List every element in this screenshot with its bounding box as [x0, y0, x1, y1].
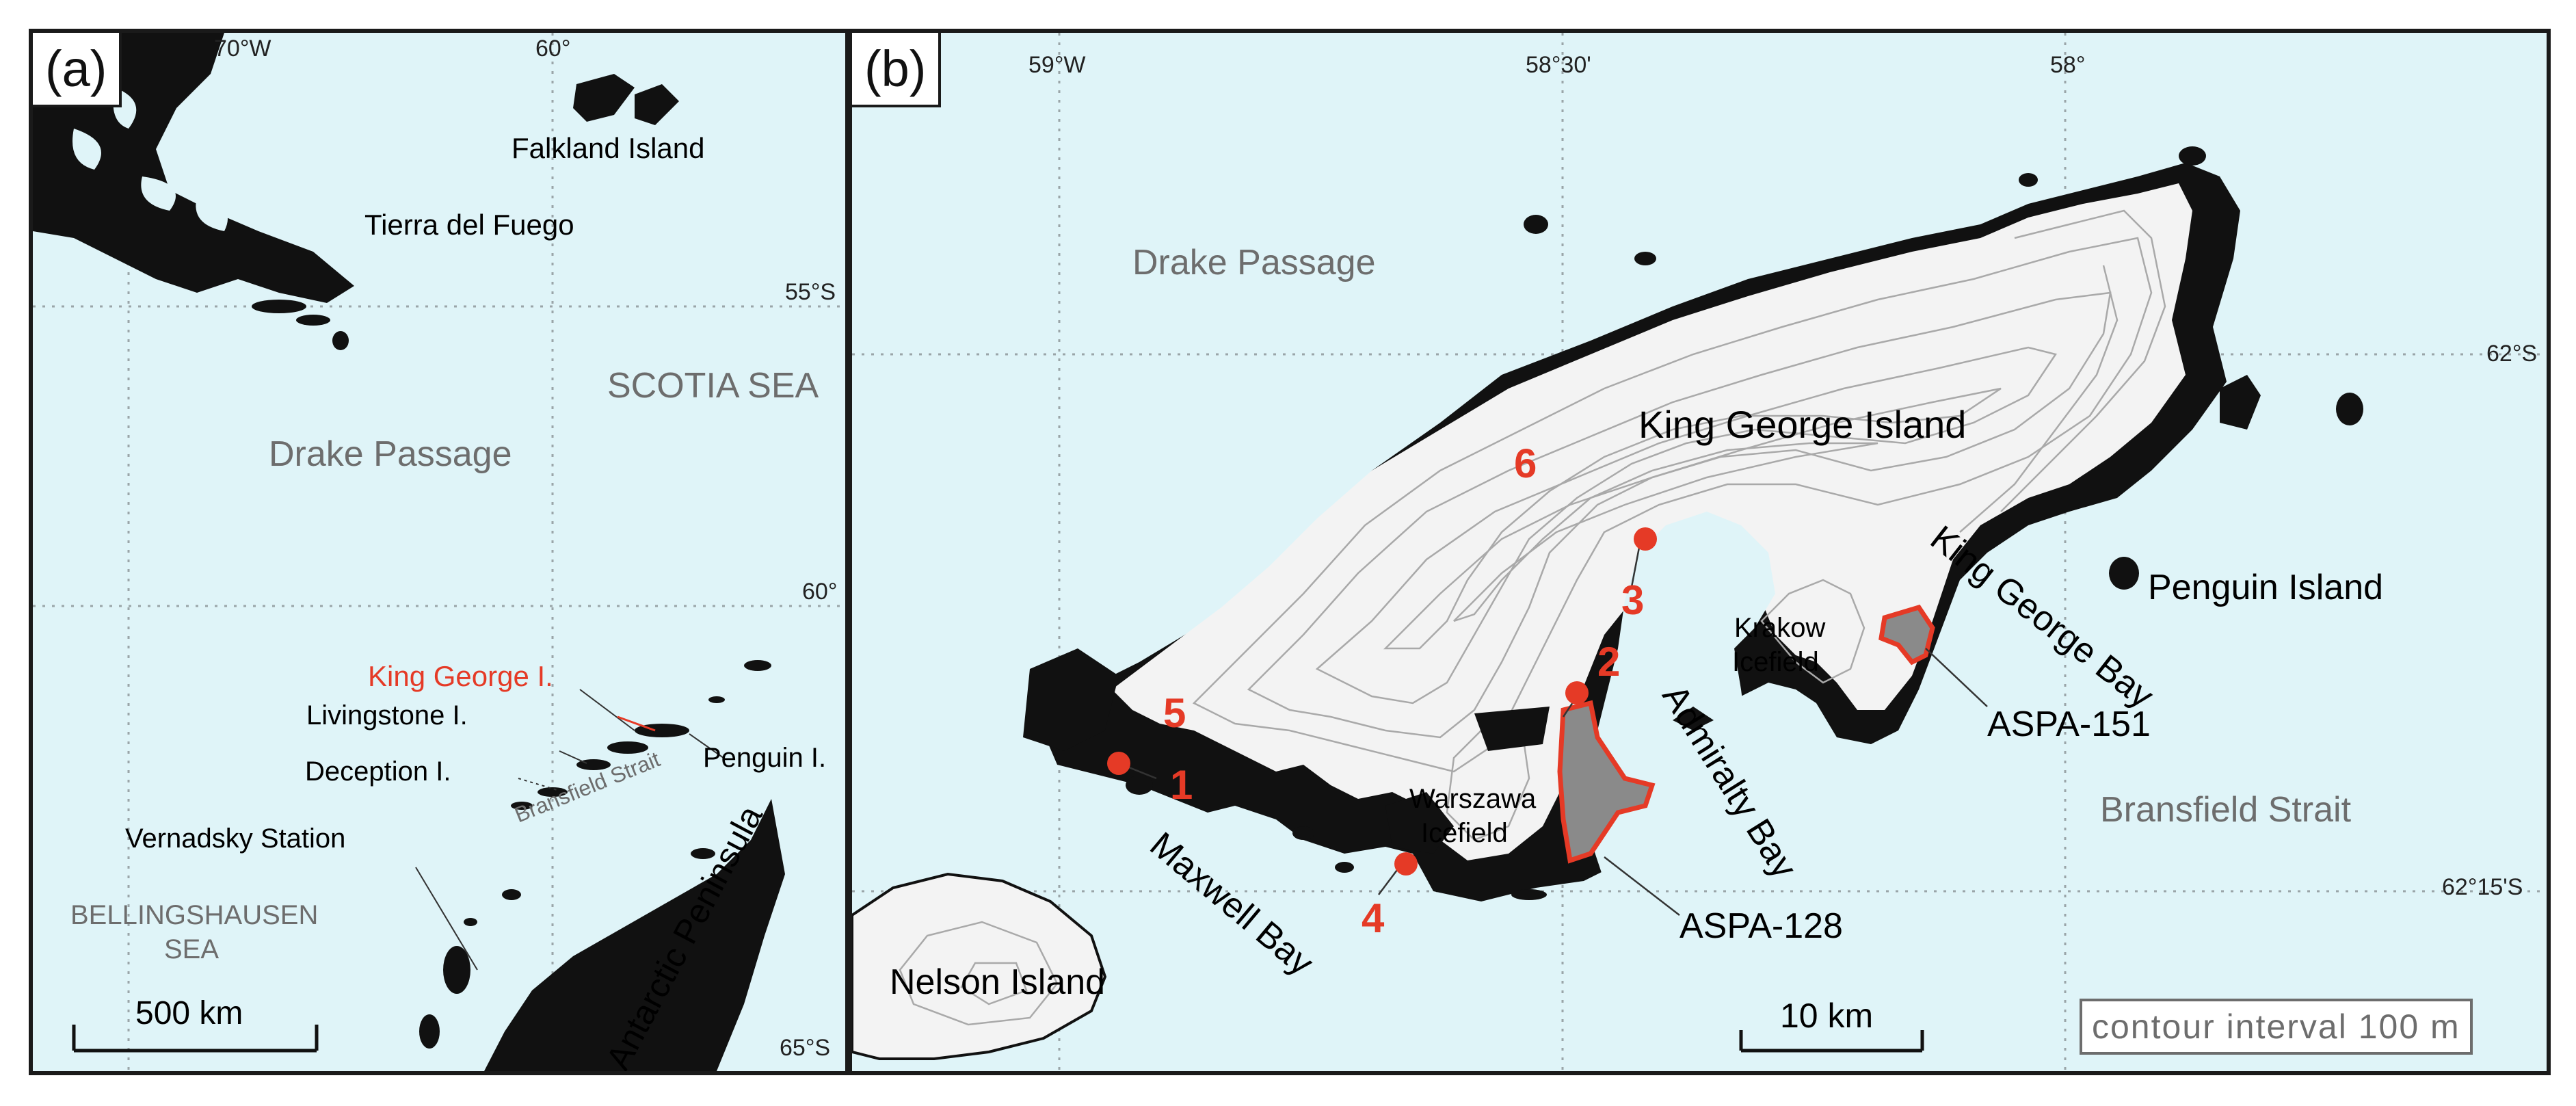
peninsula-islands	[419, 848, 715, 1049]
penguin-label: Penguin I.	[703, 743, 827, 773]
lat-60-label: 60°	[802, 579, 838, 605]
lon-70w-label: 70°W	[214, 36, 271, 62]
king-george-leader	[617, 715, 656, 732]
aspa-128-label: ASPA-128	[1679, 906, 1843, 946]
aspa-128-area	[1557, 700, 1656, 864]
warszawa-icefield-label: Icefield	[1421, 818, 1508, 848]
scale-bar	[72, 1025, 319, 1053]
drake-passage-label: Drake Passage	[269, 434, 512, 474]
antarctic-peninsula	[484, 799, 785, 1071]
falkland-label: Falkland Island	[512, 132, 705, 164]
nelson-contour-inner	[960, 962, 1028, 1005]
livingstone-label: Livingstone I.	[306, 700, 468, 730]
site-5-label: 5	[1163, 690, 1186, 736]
falkland-islands	[573, 74, 679, 125]
krakow-label: Krakow	[1734, 613, 1826, 643]
nelson-contour	[899, 921, 1059, 1026]
nelson-island-label: Nelson Island	[890, 962, 1106, 1002]
map-panel-a: (a) 70°W 60° 55°S 60° 65°S Falkland Isla…	[29, 29, 849, 1075]
map-panel-b: (b) 59°W 58°30' 58° 62°S 62°15'S Drake P…	[848, 29, 2551, 1075]
drake-passage-label-b: Drake Passage	[1132, 243, 1376, 282]
site-4-label: 4	[1362, 895, 1385, 941]
panel-a-tag: (a)	[33, 33, 122, 107]
sample-sites	[1107, 527, 1657, 875]
scale-label-b: 10 km	[1780, 997, 1874, 1035]
site-1-label: 1	[1170, 762, 1193, 808]
kgi-ice-cap	[1112, 183, 2192, 860]
lat-62-15s-label: 62°15'S	[2442, 874, 2523, 900]
contour-lines	[1192, 209, 2166, 841]
aspa-151-area	[1878, 604, 1935, 666]
scale-bar-b	[1739, 1030, 1924, 1053]
king-george-island-label: King George Island	[1638, 403, 1967, 446]
king-george-map	[852, 33, 2547, 1071]
leader-lines	[415, 689, 724, 971]
site-6-label: 6	[1514, 440, 1537, 486]
penguin-island-label: Penguin Island	[2148, 568, 2384, 607]
bellingshausen-sea-label: SEA	[164, 934, 220, 964]
lon-58-label: 58°	[2050, 52, 2086, 78]
fuegian-islands	[252, 300, 349, 350]
nelson-island	[852, 872, 1107, 1060]
lat-62s-label: 62°S	[2486, 341, 2538, 367]
lon-59w-label: 59°W	[1028, 52, 1086, 78]
bellingshausen-label: BELLINGSHAUSEN	[70, 900, 319, 930]
tierra-del-fuego-label: Tierra del Fuego	[364, 209, 574, 241]
lat-65s-label: 65°S	[780, 1035, 831, 1061]
scotia-sea-label: SCOTIA SEA	[607, 366, 819, 406]
warszawa-label: Warszawa	[1409, 784, 1537, 814]
king-george-label: King George I.	[368, 660, 553, 692]
lon-60-label: 60°	[535, 36, 571, 62]
coastal-rocks	[1023, 146, 2363, 900]
scale-label-a: 500 km	[135, 995, 243, 1031]
site-3-label: 3	[1621, 577, 1645, 623]
deception-label: Deception I.	[305, 756, 451, 787]
vernadsky-label: Vernadsky Station	[125, 824, 346, 854]
krakow-icefield-label: Icefield	[1732, 647, 1819, 677]
lon-58-30-label: 58°30'	[1526, 52, 1591, 78]
lat-55s-label: 55°S	[785, 279, 836, 305]
bransfield-strait-label: Bransfield Strait	[2100, 790, 2352, 830]
contour-interval-box: contour interval 100 m	[2080, 999, 2473, 1055]
south-shetland-islands	[511, 660, 771, 810]
panel-b-tag: (b)	[852, 33, 942, 107]
site-2-label: 2	[1597, 639, 1621, 685]
aspa-151-label: ASPA-151	[1987, 705, 2151, 744]
